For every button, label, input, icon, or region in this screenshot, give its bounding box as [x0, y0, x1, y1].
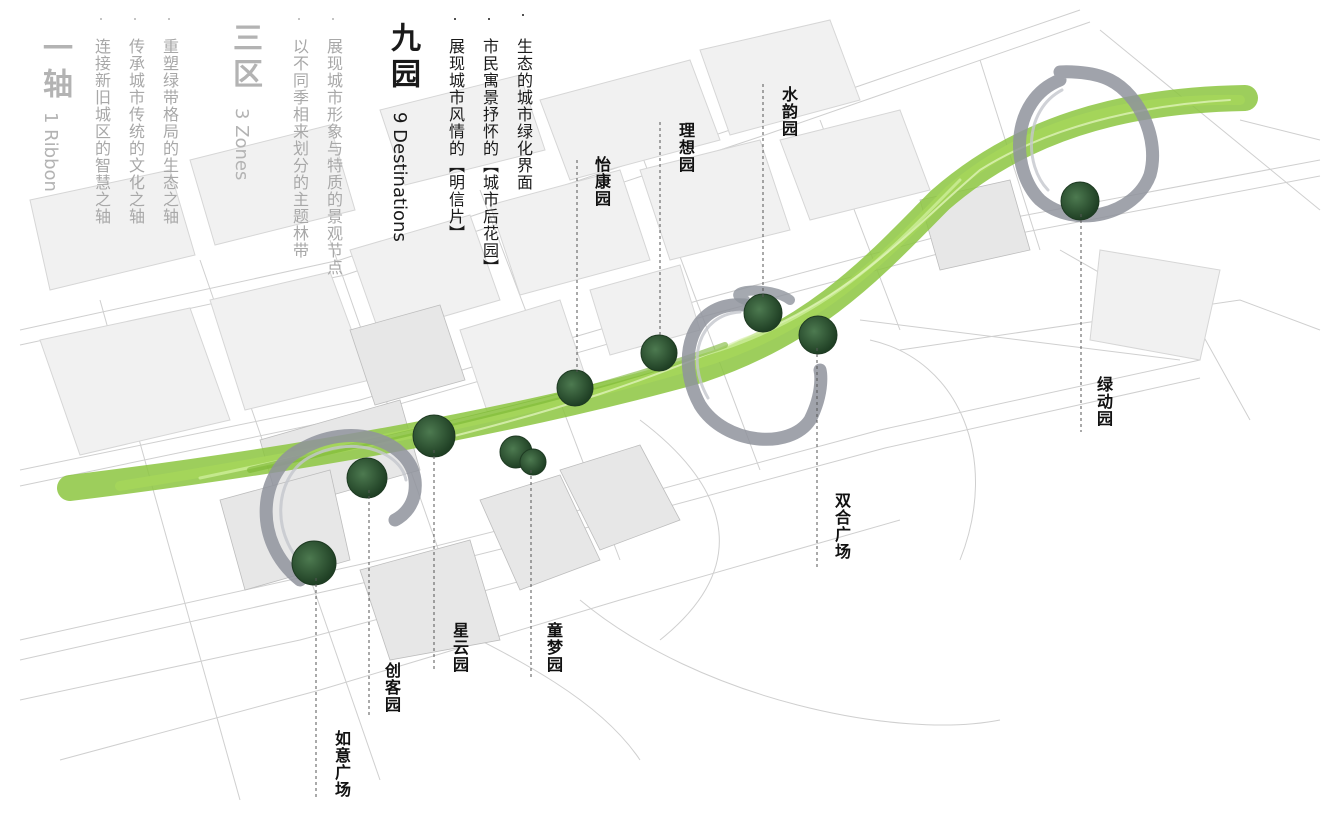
- tree-lvdong: [1060, 181, 1100, 221]
- destinations-subtitle: 9 Destinations: [389, 112, 410, 242]
- bullet-dot: [332, 18, 334, 20]
- garden-trees: [291, 181, 1100, 586]
- zone-rings: [259, 65, 1160, 587]
- zones-line-1: 展现城市形象与特质的景观节点: [324, 38, 343, 276]
- bullet-dot: [100, 18, 102, 20]
- zone-ring-west: [259, 429, 422, 587]
- tree-shuanghe: [798, 315, 838, 355]
- bullet-dot: [134, 18, 136, 20]
- axis-line-3: 连接新旧城区的智慧之轴: [92, 38, 111, 225]
- axis-title: 一轴: [37, 32, 72, 104]
- tree-yikang: [556, 369, 594, 407]
- garden-label-yikang: 怡康园: [592, 156, 611, 207]
- tree-ruyi: [291, 540, 337, 586]
- destinations-title: 九园: [385, 22, 420, 94]
- garden-label-lvdong: 绿动园: [1094, 376, 1113, 427]
- garden-label-shuiyun: 水韵园: [779, 86, 798, 137]
- bullet-dot: [168, 18, 170, 20]
- tree-chuangke: [346, 457, 388, 499]
- garden-label-tongmeng: 童梦园: [544, 622, 563, 673]
- bullet-dot: [454, 18, 456, 20]
- city-blocks: [29, 19, 1221, 456]
- garden-label-chuangke: 创客园: [382, 662, 401, 713]
- axis-line-1: 重塑绿带格局的生态之轴: [160, 38, 179, 225]
- bullet-dot: [298, 18, 300, 20]
- garden-label-ruyi: 如意广场: [332, 730, 351, 798]
- bullet-dot: [488, 18, 490, 20]
- tree-lixiang: [640, 334, 678, 372]
- destinations-line-3: 展现城市风情的【明信片】: [446, 38, 465, 242]
- leader-lines: [315, 84, 1082, 800]
- bullet-dot: [522, 14, 524, 16]
- axis-subtitle: 1 Ribbon: [40, 112, 61, 192]
- garden-label-xingyun: 星云园: [450, 622, 469, 673]
- garden-label-lixiang: 理想园: [676, 122, 695, 173]
- garden-label-shuanghe: 双合广场: [832, 492, 851, 560]
- zones-line-2: 以不同季相来划分的主题林带: [290, 38, 309, 259]
- destinations-line-2: 市民寓景抒怀的【城市后花园】: [480, 38, 499, 276]
- zone-ring-middle: [681, 298, 828, 446]
- zone-ring-east: [1013, 65, 1160, 223]
- axis-line-2: 传承城市传统的文化之轴: [126, 38, 145, 225]
- zones-subtitle: 3 Zones: [231, 108, 252, 181]
- tree-shuiyun: [743, 293, 783, 333]
- zones-title: 三区: [227, 22, 262, 94]
- destinations-line-1: 生态的城市绿化界面: [514, 38, 533, 191]
